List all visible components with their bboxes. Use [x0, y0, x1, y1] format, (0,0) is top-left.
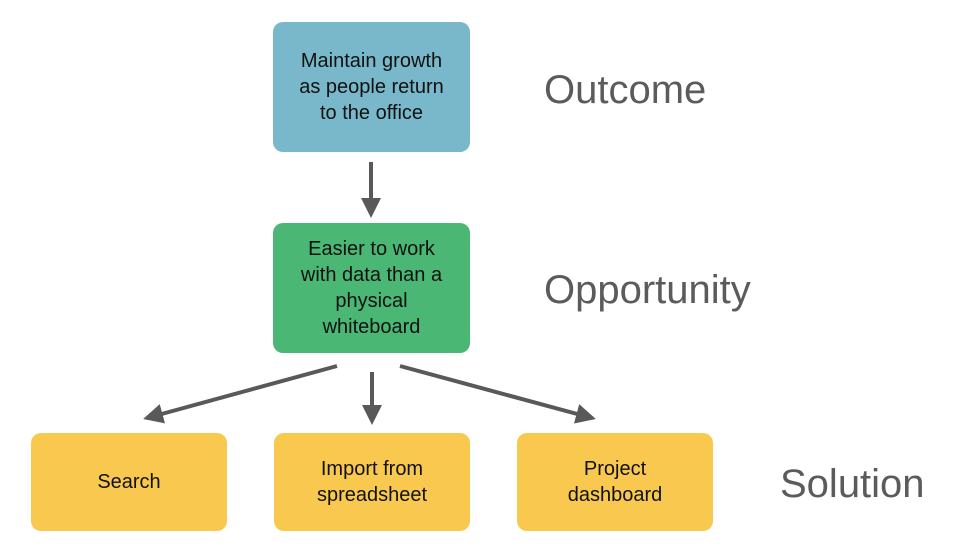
level-label-outcome: Outcome [544, 68, 707, 112]
solution-node-search: Search [31, 433, 227, 531]
solution-node-text: Search [97, 471, 161, 493]
level-label-solution: Solution [780, 462, 925, 506]
outcome-node: Maintain growth as people return to the … [273, 22, 470, 152]
solution-node-text: Project dashboard [567, 458, 663, 506]
solution-node-import: Import from spreadsheet [274, 433, 470, 531]
opportunity-node: Easier to work with data than a physical… [273, 223, 470, 353]
solution-node-text: Import from spreadsheet [316, 458, 428, 506]
outcome-node-text: Maintain growth as people return to the … [299, 50, 444, 124]
opportunity-node-text: Easier to work with data than a physical… [300, 238, 443, 338]
arrow-opportunity-to-dashboard [399, 364, 596, 424]
arrow-opportunity-to-search [143, 364, 338, 424]
level-label-opportunity: Opportunity [544, 268, 751, 312]
solution-node-dashboard: Project dashboard [517, 433, 713, 531]
